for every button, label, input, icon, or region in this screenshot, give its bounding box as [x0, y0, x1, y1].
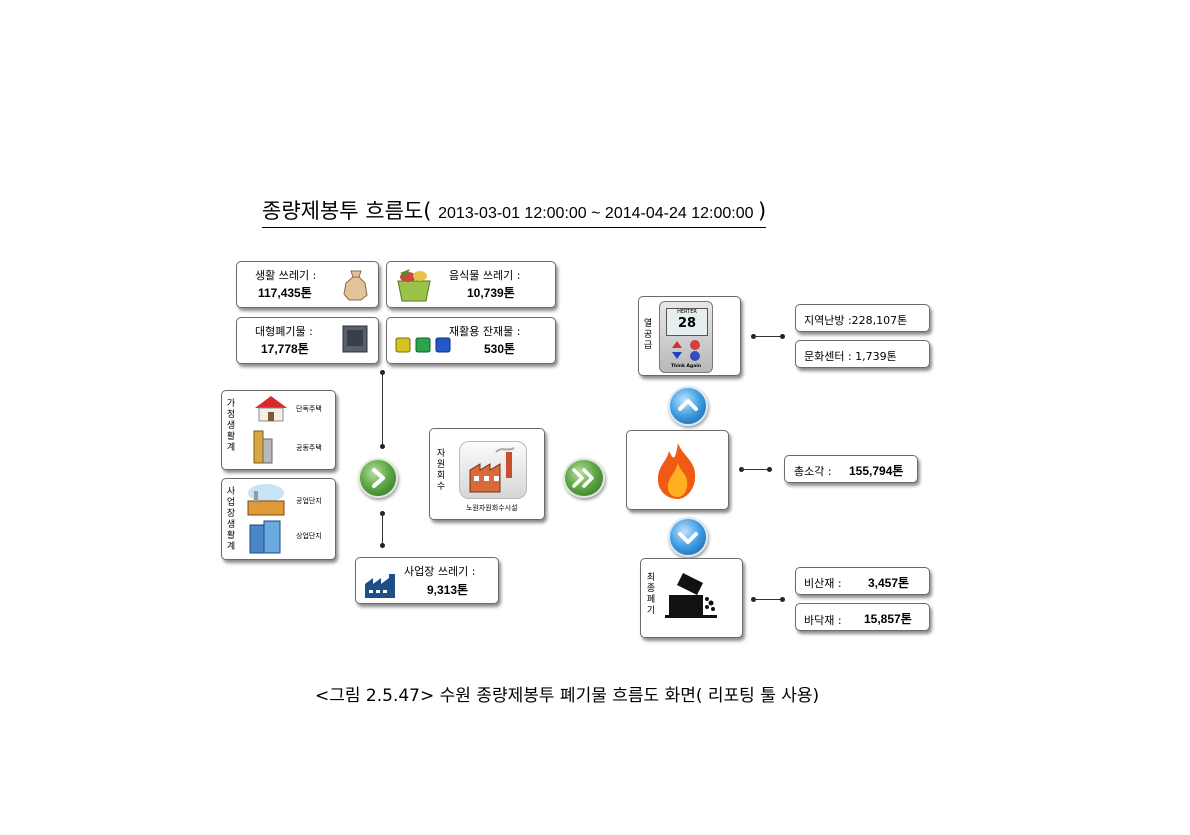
- thermostat-device: HERTER 28 Think Again: [659, 301, 713, 373]
- connector-line: [753, 336, 783, 337]
- flow-arrow-down: [668, 517, 708, 557]
- fly-ash-box: 비산재 : 3,457톤: [795, 567, 930, 595]
- recyclables-label: 재활용 잔재물 :: [449, 325, 521, 338]
- food-bin-icon: [397, 269, 431, 302]
- bulky-waste-label: 대형폐기물 :: [255, 325, 313, 338]
- thermostat-reading: 28: [677, 316, 697, 331]
- district-heating-text: 지역난방 :228,107톤: [804, 314, 908, 327]
- household-waste-value: 117,435톤: [258, 286, 312, 300]
- connector-dot: [767, 467, 772, 472]
- food-waste-label: 음식물 쓰레기 :: [449, 269, 521, 282]
- heat-supply-box: 열 공 급 HERTER 28 Think Again: [638, 296, 741, 376]
- business-waste-value: 9,313톤: [427, 583, 469, 597]
- bulky-waste-value: 17,778톤: [261, 342, 309, 356]
- fly-ash-label: 비산재 :: [804, 577, 842, 590]
- title-date-range: 2013-03-01 12:00:00 ~ 2014-04-24 12:00:0…: [438, 205, 758, 222]
- final-disposal-box: 최 종 폐 기: [640, 558, 743, 638]
- connector-line: [382, 513, 383, 545]
- connector-dot: [780, 334, 785, 339]
- fire-icon: [657, 443, 696, 499]
- culture-center-box: 문화센터 : 1,739톤: [795, 340, 930, 368]
- recyclables-box: 재활용 잔재물 : 530톤: [386, 317, 556, 364]
- resource-recovery-box: 자 원 회 수 노원자원회수시설: [429, 428, 545, 520]
- page-title: 종량제봉투 흐름도( 2013-03-01 12:00:00 ~ 2014-04…: [262, 198, 767, 228]
- connector-dot: [380, 543, 385, 548]
- connector-dot: [780, 597, 785, 602]
- recycle-bins-icon: [395, 337, 451, 353]
- apartment-icon: [253, 430, 273, 464]
- commercial-complex-label: 상업단지: [296, 532, 322, 540]
- recovery-facility-label: 노원자원회수시설: [466, 504, 518, 512]
- total-incineration-box: 총소각 : 155,794톤: [784, 455, 918, 483]
- business-waste-box: 사업장 쓰레기 : 9,313톤: [355, 557, 499, 604]
- detached-house-label: 단독주택: [296, 405, 322, 413]
- connector-dot: [380, 444, 385, 449]
- recovery-facility-icon-bg: [459, 441, 527, 499]
- district-heating-box: 지역난방 :228,107톤: [795, 304, 930, 332]
- trash-bag-icon: [343, 270, 368, 301]
- connector-line: [382, 372, 383, 448]
- factory-icon: [365, 574, 395, 598]
- house-icon: [255, 396, 287, 422]
- business-group-vertical-label: 사 업 장 생 활 계: [226, 487, 236, 552]
- bottom-ash-label: 바닥재 :: [804, 614, 842, 627]
- household-group-box: 가 정 생 활 계 단독주택 공동주택: [221, 390, 336, 470]
- heat-vertical-label: 열 공 급: [643, 319, 653, 351]
- thermostat-brand: HERTER: [677, 309, 697, 315]
- bottom-ash-box: 바닥재 : 15,857톤: [795, 603, 930, 631]
- household-waste-box: 생활 쓰레기 : 117,435톤: [236, 261, 379, 308]
- connector-line: [753, 599, 783, 600]
- business-waste-label: 사업장 쓰레기 :: [404, 565, 476, 578]
- culture-center-text: 문화센터 : 1,739톤: [804, 350, 897, 363]
- commercial-complex-icon: [249, 520, 281, 554]
- food-waste-value: 10,739톤: [467, 286, 515, 300]
- flow-arrow-up: [668, 386, 708, 426]
- recovery-vertical-label: 자 원 회 수: [436, 449, 446, 492]
- thermostat-slogan: Think Again: [670, 364, 702, 369]
- flow-arrow-1: [358, 458, 398, 498]
- tv-icon: [342, 325, 368, 353]
- recycling-plant-icon: [469, 447, 515, 493]
- fly-ash-value: 3,457톤: [868, 576, 910, 590]
- bulky-waste-box: 대형폐기물 : 17,778톤: [236, 317, 379, 364]
- title-close: ): [757, 199, 767, 223]
- food-waste-box: 음식물 쓰레기 : 10,739톤: [386, 261, 556, 308]
- total-incineration-label: 총소각 :: [794, 465, 832, 478]
- incineration-box: [626, 430, 729, 510]
- chevron-up-icon: [678, 399, 698, 411]
- flow-arrow-2: [563, 458, 605, 498]
- household-group-vertical-label: 가 정 생 활 계: [226, 399, 236, 453]
- business-group-box: 사 업 장 생 활 계 공업단지 상업단지: [221, 478, 336, 560]
- double-chevron-right-icon: [572, 468, 594, 488]
- chevron-right-icon: [372, 468, 385, 488]
- dump-truck-icon: [665, 573, 717, 618]
- thermostat-screen: HERTER 28: [666, 308, 708, 336]
- disposal-vertical-label: 최 종 폐 기: [646, 573, 656, 616]
- household-waste-label: 생활 쓰레기 :: [255, 269, 317, 282]
- thermostat-buttons-icon: [672, 340, 700, 361]
- total-incineration-value: 155,794톤: [849, 464, 904, 478]
- industrial-complex-label: 공업단지: [296, 497, 322, 505]
- recyclables-value: 530톤: [484, 342, 516, 356]
- bottom-ash-value: 15,857톤: [864, 612, 912, 626]
- title-main: 종량제봉투 흐름도(: [262, 199, 432, 223]
- industrial-complex-icon: [247, 484, 285, 516]
- figure-caption: <그림 2.5.47> 수원 종량제봉투 폐기물 흐름도 화면( 리포팅 툴 사…: [315, 686, 820, 706]
- connector-line: [741, 469, 771, 470]
- apartment-label: 공동주택: [296, 444, 322, 452]
- chevron-down-icon: [678, 532, 698, 544]
